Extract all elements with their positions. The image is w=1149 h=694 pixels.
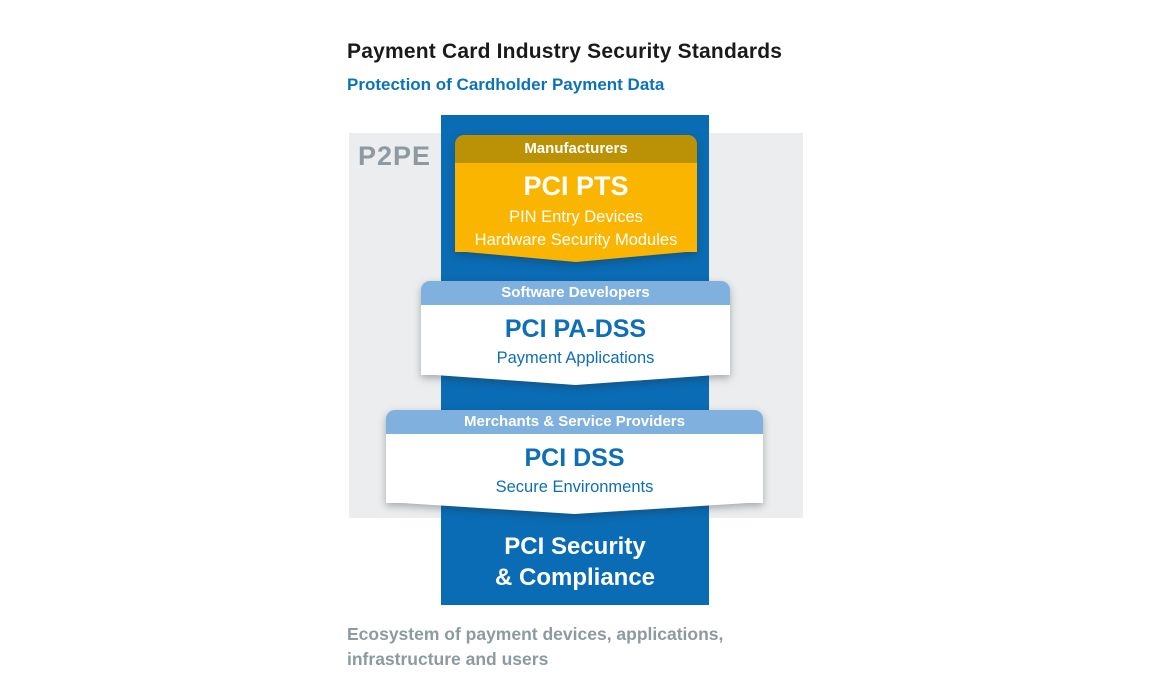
- pci-pts-subtitle-line1: PIN Entry Devices: [509, 208, 643, 226]
- pci-pa-dss-audience-banner: Software Developers: [421, 281, 730, 305]
- pci-pa-dss-chevron: [421, 374, 730, 385]
- pci-pts-audience-banner: Manufacturers: [455, 135, 697, 163]
- pci-pts-card: Manufacturers PCI PTS PIN Entry Devices …: [455, 135, 697, 262]
- column-footer-line2: & Compliance: [494, 564, 656, 591]
- page-title: Payment Card Industry Security Standards: [347, 40, 783, 63]
- pci-dss-card: Merchants & Service Providers PCI DSS Se…: [386, 410, 763, 514]
- ecosystem-caption-line2: infrastructure and users: [347, 649, 549, 669]
- pci-pa-dss-title: PCI PA-DSS: [504, 315, 647, 343]
- pci-pa-dss-subtitle: Payment Applications: [496, 349, 655, 367]
- column-footer-label: PCI Security & Compliance: [441, 531, 709, 593]
- ecosystem-caption-line1: Ecosystem of payment devices, applicatio…: [347, 624, 724, 644]
- ecosystem-caption: Ecosystem of payment devices, applicatio…: [347, 622, 723, 672]
- pci-dss-chevron: [386, 502, 763, 514]
- pci-pa-dss-body: PCI PA-DSS Payment Applications: [421, 305, 730, 375]
- pci-pts-subtitle-line2: Hardware Security Modules: [474, 231, 678, 249]
- pci-dss-body: PCI DSS Secure Environments: [386, 434, 763, 503]
- pci-dss-audience-banner: Merchants & Service Providers: [386, 410, 763, 434]
- pci-pts-chevron: [455, 251, 697, 262]
- pci-pts-body: PCI PTS PIN Entry Devices Hardware Secur…: [455, 163, 697, 252]
- column-footer-line1: PCI Security: [504, 533, 646, 560]
- pci-dss-subtitle: Secure Environments: [495, 478, 654, 496]
- page-subtitle: Protection of Cardholder Payment Data: [347, 75, 665, 94]
- pci-dss-title: PCI DSS: [524, 444, 625, 472]
- pci-pa-dss-card: Software Developers PCI PA-DSS Payment A…: [421, 281, 730, 385]
- pci-pts-title: PCI PTS: [523, 171, 629, 201]
- p2pe-label: P2PE: [358, 141, 432, 171]
